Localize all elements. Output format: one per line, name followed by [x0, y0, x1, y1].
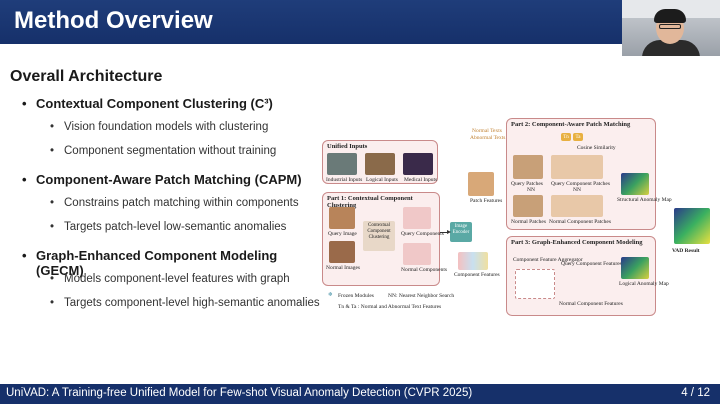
- bullet-gecm: Graph-Enhanced Component Modeling (GECM): [22, 248, 322, 278]
- normal-images: [329, 241, 355, 263]
- arrow: [440, 230, 451, 234]
- presenter-webcam: [622, 0, 720, 56]
- part2-panel: Part 2: Component-Aware Patch Matching T…: [506, 118, 672, 230]
- image-encoder: Image Encoder: [450, 222, 472, 242]
- patch-features: [468, 172, 494, 196]
- query-components: [403, 207, 431, 229]
- section-title: Overall Architecture: [10, 68, 163, 85]
- slide-title: Method Overview: [14, 7, 213, 34]
- part1-panel: Part 1: Contextual Component Clustering …: [322, 192, 447, 286]
- logical-anomaly-map: [621, 257, 649, 279]
- presenter-glasses: [659, 24, 681, 29]
- presenter-body: [642, 40, 700, 56]
- architecture-diagram: Unified Inputs Industrial Inputs Logical…: [322, 118, 717, 328]
- sub-bullet: Vision foundation models with clustering: [22, 120, 322, 134]
- snowflake-icon: ❄: [328, 292, 333, 298]
- presenter-hair: [654, 9, 686, 23]
- part3-panel: Part 3: Graph-Enhanced Component Modelin…: [506, 236, 669, 316]
- sub-bullet: Component segmentation without training: [22, 144, 322, 158]
- bullet-c3: Contextual Component Clustering (C³): [22, 96, 322, 118]
- query-patches: [513, 155, 543, 179]
- structural-anomaly-map: [621, 173, 649, 195]
- graph-aggregator: [515, 269, 555, 299]
- title-bar: Method Overview: [0, 0, 720, 44]
- normal-patches: [513, 195, 543, 217]
- unified-inputs-panel: Unified Inputs Industrial Inputs Logical…: [322, 140, 438, 184]
- clustering-module: Contextual Component Clustering: [363, 221, 395, 251]
- component-features: [458, 252, 488, 270]
- footer-citation: UniVAD: A Training-free Unified Model fo…: [6, 387, 473, 399]
- bullet-capm: Component-Aware Patch Matching (CAPM): [22, 172, 322, 194]
- sub-bullet: Models component-level features with gra…: [22, 272, 322, 286]
- query-image: [329, 207, 355, 229]
- normal-component-patches: [551, 195, 603, 217]
- sub-bullet: Targets component-level high-semantic an…: [22, 296, 322, 310]
- page-number: 4 / 12: [681, 387, 710, 399]
- query-component-patches: [551, 155, 603, 179]
- industrial-image: [327, 153, 357, 175]
- footer-bar: UniVAD: A Training-free Unified Model fo…: [0, 384, 720, 404]
- medical-image: [403, 153, 433, 175]
- normal-components: [403, 243, 431, 265]
- logical-image: [365, 153, 395, 175]
- bullet-list: Contextual Component Clustering (C³) Vis…: [22, 96, 322, 320]
- sub-bullet: Constrains patch matching within compone…: [22, 196, 322, 210]
- vad-result-map: [674, 208, 710, 244]
- sub-bullet: Targets patch-level low-semantic anomali…: [22, 220, 322, 234]
